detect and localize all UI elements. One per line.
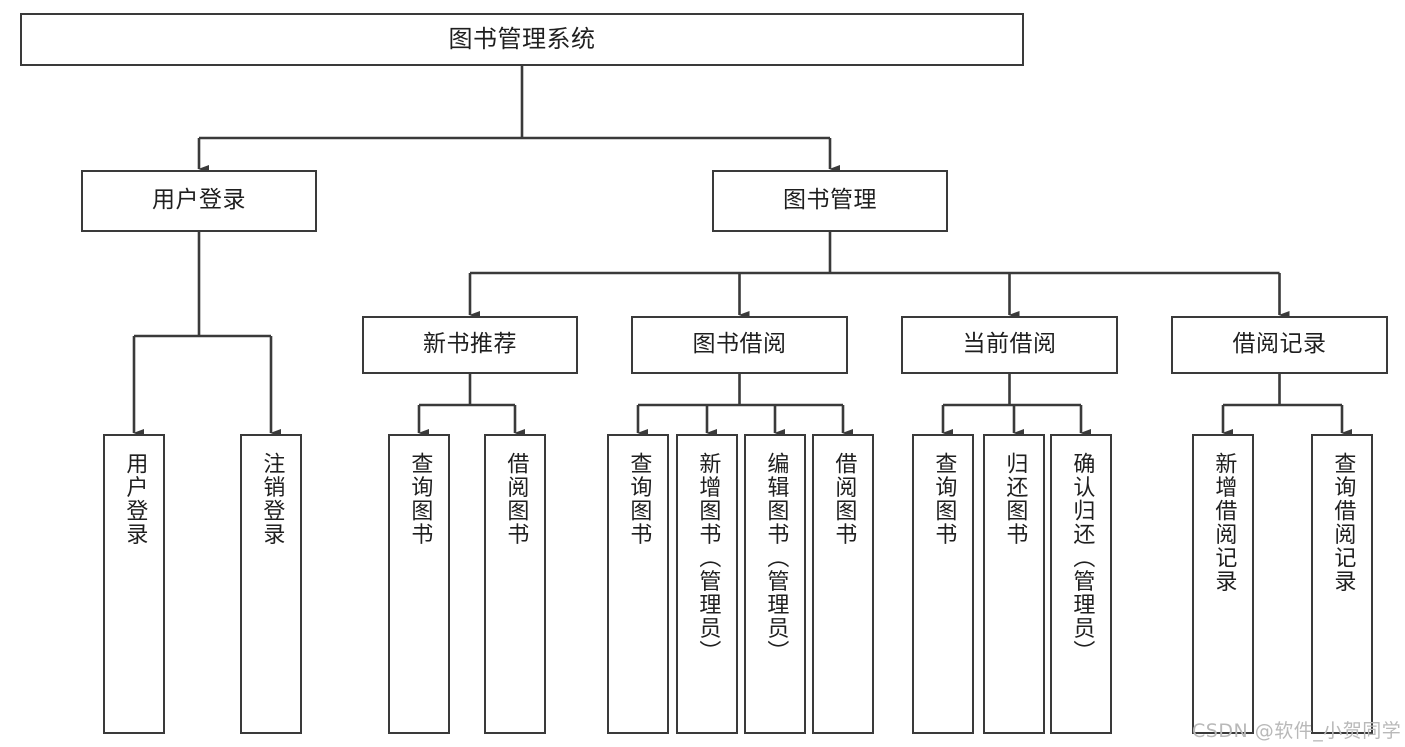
node-leaf-user-login[interactable]: 用户登录 [103, 434, 165, 734]
node-new-book-recommend[interactable]: 新书推荐 [362, 316, 578, 374]
node-label: 用户登录 [122, 452, 148, 546]
node-label: 查询图书 [626, 452, 652, 546]
node-label: 图书管理系统 [448, 25, 596, 54]
node-book-manage[interactable]: 图书管理 [712, 170, 948, 232]
node-root[interactable]: 图书管理系统 [20, 13, 1024, 66]
node-label: 确认归还（管理员） [1069, 452, 1095, 664]
node-label: 借阅图书 [831, 452, 857, 546]
node-leaf-record-query[interactable]: 查询借阅记录 [1311, 434, 1373, 734]
node-label: 查询图书 [407, 452, 433, 546]
node-leaf-borrow-lend[interactable]: 借阅图书 [812, 434, 874, 734]
node-label: 新书推荐 [423, 331, 517, 358]
node-label: 图书管理 [783, 187, 877, 214]
node-label: 新增图书（管理员） [695, 452, 721, 664]
node-borrow-record[interactable]: 借阅记录 [1171, 316, 1388, 374]
node-label: 新增借阅记录 [1211, 452, 1237, 593]
node-book-borrow[interactable]: 图书借阅 [631, 316, 848, 374]
node-label: 当前借阅 [962, 331, 1057, 358]
node-leaf-record-add[interactable]: 新增借阅记录 [1192, 434, 1254, 734]
node-label: 借阅图书 [503, 452, 529, 546]
node-label: 注销登录 [259, 452, 285, 546]
node-user-login[interactable]: 用户登录 [81, 170, 317, 232]
node-leaf-current-query[interactable]: 查询图书 [912, 434, 974, 734]
node-leaf-borrow-edit[interactable]: 编辑图书（管理员） [744, 434, 806, 734]
node-leaf-borrow-query[interactable]: 查询图书 [607, 434, 669, 734]
node-label: 查询图书 [931, 452, 957, 546]
node-label: 借阅记录 [1232, 331, 1327, 358]
node-leaf-recommend-borrow[interactable]: 借阅图书 [484, 434, 546, 734]
node-label: 编辑图书（管理员） [763, 452, 789, 664]
watermark-text: CSDN @软件_小贺同学 [1192, 720, 1402, 742]
node-leaf-current-confirm[interactable]: 确认归还（管理员） [1050, 434, 1112, 734]
node-label: 用户登录 [152, 187, 246, 214]
node-leaf-current-return[interactable]: 归还图书 [983, 434, 1045, 734]
node-label: 归还图书 [1002, 452, 1028, 546]
node-leaf-user-logout[interactable]: 注销登录 [240, 434, 302, 734]
node-label: 查询借阅记录 [1330, 452, 1356, 593]
node-current-borrow[interactable]: 当前借阅 [901, 316, 1118, 374]
node-leaf-borrow-add[interactable]: 新增图书（管理员） [676, 434, 738, 734]
node-label: 图书借阅 [692, 331, 787, 358]
node-leaf-recommend-query[interactable]: 查询图书 [388, 434, 450, 734]
